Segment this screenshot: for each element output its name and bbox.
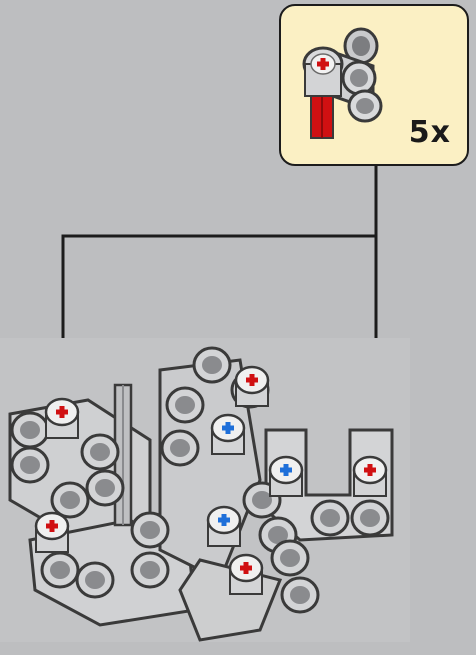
blue-pin <box>270 457 302 496</box>
blue-pin <box>208 507 240 546</box>
pin-with-double-cross-block-icon <box>302 27 383 139</box>
parts-callout: 5x <box>279 4 469 166</box>
red-pin <box>230 555 262 594</box>
red-pin <box>46 399 78 438</box>
beam-assembly-icon <box>0 338 410 642</box>
red-pin <box>236 367 268 406</box>
red-pin <box>36 513 68 552</box>
blue-pin <box>212 415 244 454</box>
red-pin <box>354 457 386 496</box>
quantity-label: 5x <box>408 115 451 150</box>
